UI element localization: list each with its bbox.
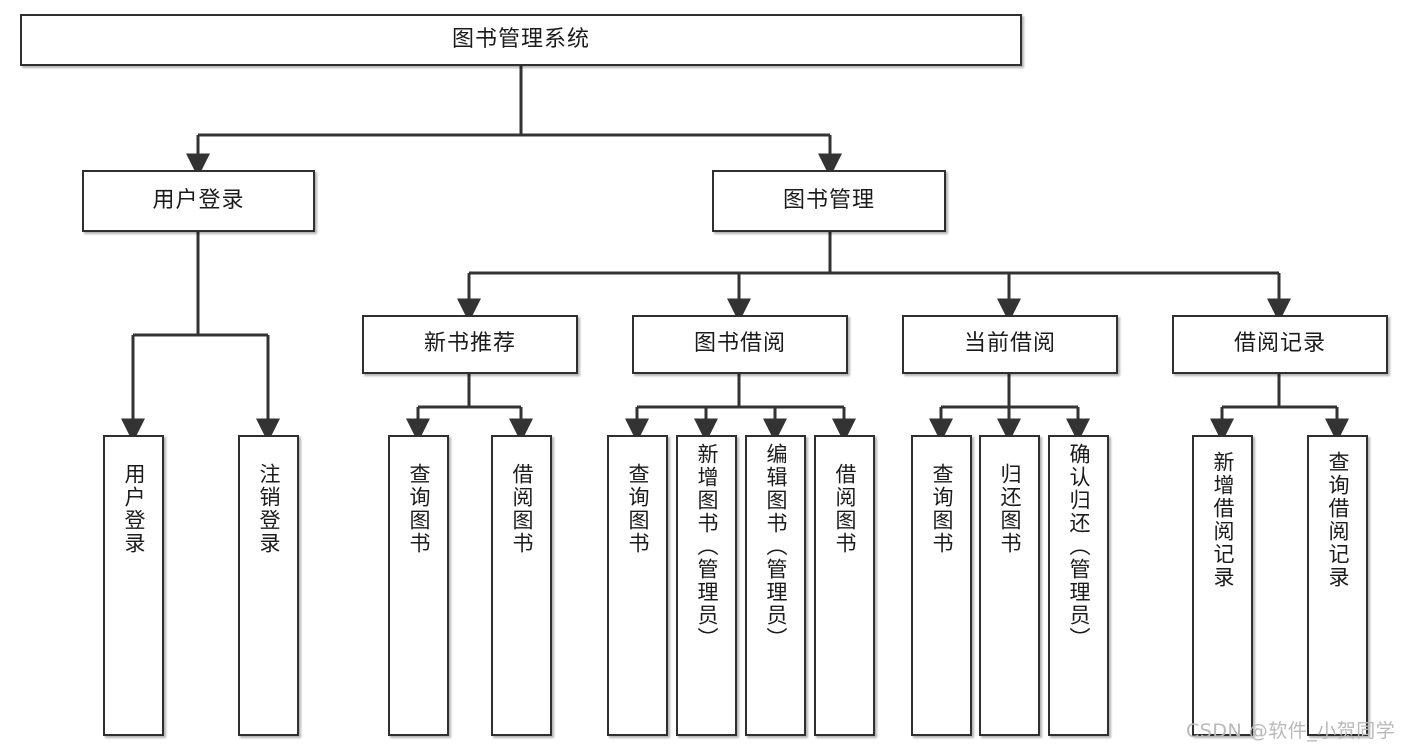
node-book-borrow[interactable]: 图书借阅 bbox=[632, 315, 848, 374]
node-current-borrow[interactable]: 当前借阅 bbox=[902, 315, 1118, 374]
leaf-book-borrow-2-label: 新增图书（管理员） bbox=[694, 443, 719, 650]
leaf-borrow-record-1[interactable]: 新增借阅记录 bbox=[1192, 435, 1253, 736]
leaf-user-login-2[interactable]: 注销登录 bbox=[238, 435, 299, 736]
leaf-user-login-2-label: 注销登录 bbox=[256, 463, 281, 555]
leaf-borrow-record-2-label: 查询借阅记录 bbox=[1325, 451, 1350, 589]
leaf-current-borrow-3[interactable]: 确认归还（管理员） bbox=[1048, 435, 1109, 736]
leaf-book-borrow-3[interactable]: 编辑图书（管理员） bbox=[745, 435, 806, 736]
node-borrow-record-label: 借阅记录 bbox=[1233, 331, 1326, 357]
leaf-new-book-1-label: 查询图书 bbox=[406, 463, 431, 555]
node-root-label: 图书管理系统 bbox=[451, 26, 590, 52]
node-book-manage-label: 图书管理 bbox=[782, 187, 875, 213]
watermark: CSDN @软件_小贺同学 bbox=[1186, 720, 1396, 742]
node-root[interactable]: 图书管理系统 bbox=[20, 14, 1022, 66]
leaf-book-borrow-1-label: 查询图书 bbox=[625, 463, 650, 555]
node-new-book-recommend-label: 新书推荐 bbox=[423, 331, 516, 357]
leaf-user-login-1-label: 用户登录 bbox=[121, 463, 146, 555]
leaf-current-borrow-2[interactable]: 归还图书 bbox=[979, 435, 1040, 736]
node-borrow-record[interactable]: 借阅记录 bbox=[1172, 315, 1388, 374]
leaf-new-book-1[interactable]: 查询图书 bbox=[388, 435, 449, 736]
leaf-book-borrow-4[interactable]: 借阅图书 bbox=[814, 435, 875, 736]
node-user-login[interactable]: 用户登录 bbox=[82, 170, 315, 232]
leaf-book-borrow-2[interactable]: 新增图书（管理员） bbox=[676, 435, 737, 736]
node-current-borrow-label: 当前借阅 bbox=[963, 331, 1056, 357]
leaf-current-borrow-3-label: 确认归还（管理员） bbox=[1066, 443, 1091, 650]
leaf-book-borrow-3-label: 编辑图书（管理员） bbox=[763, 443, 788, 650]
node-new-book-recommend[interactable]: 新书推荐 bbox=[362, 315, 578, 374]
leaf-book-borrow-4-label: 借阅图书 bbox=[832, 463, 857, 555]
node-user-login-label: 用户登录 bbox=[152, 187, 245, 213]
leaf-new-book-2-label: 借阅图书 bbox=[509, 463, 534, 555]
node-book-manage[interactable]: 图书管理 bbox=[712, 170, 946, 232]
leaf-new-book-2[interactable]: 借阅图书 bbox=[491, 435, 552, 736]
leaf-current-borrow-1-label: 查询图书 bbox=[929, 463, 954, 555]
leaf-user-login-1[interactable]: 用户登录 bbox=[103, 435, 164, 736]
leaf-current-borrow-1[interactable]: 查询图书 bbox=[911, 435, 972, 736]
leaf-borrow-record-2[interactable]: 查询借阅记录 bbox=[1307, 435, 1368, 736]
node-book-borrow-label: 图书借阅 bbox=[693, 331, 786, 357]
leaf-current-borrow-2-label: 归还图书 bbox=[997, 463, 1022, 555]
leaf-borrow-record-1-label: 新增借阅记录 bbox=[1210, 451, 1235, 589]
leaf-book-borrow-1[interactable]: 查询图书 bbox=[607, 435, 668, 736]
